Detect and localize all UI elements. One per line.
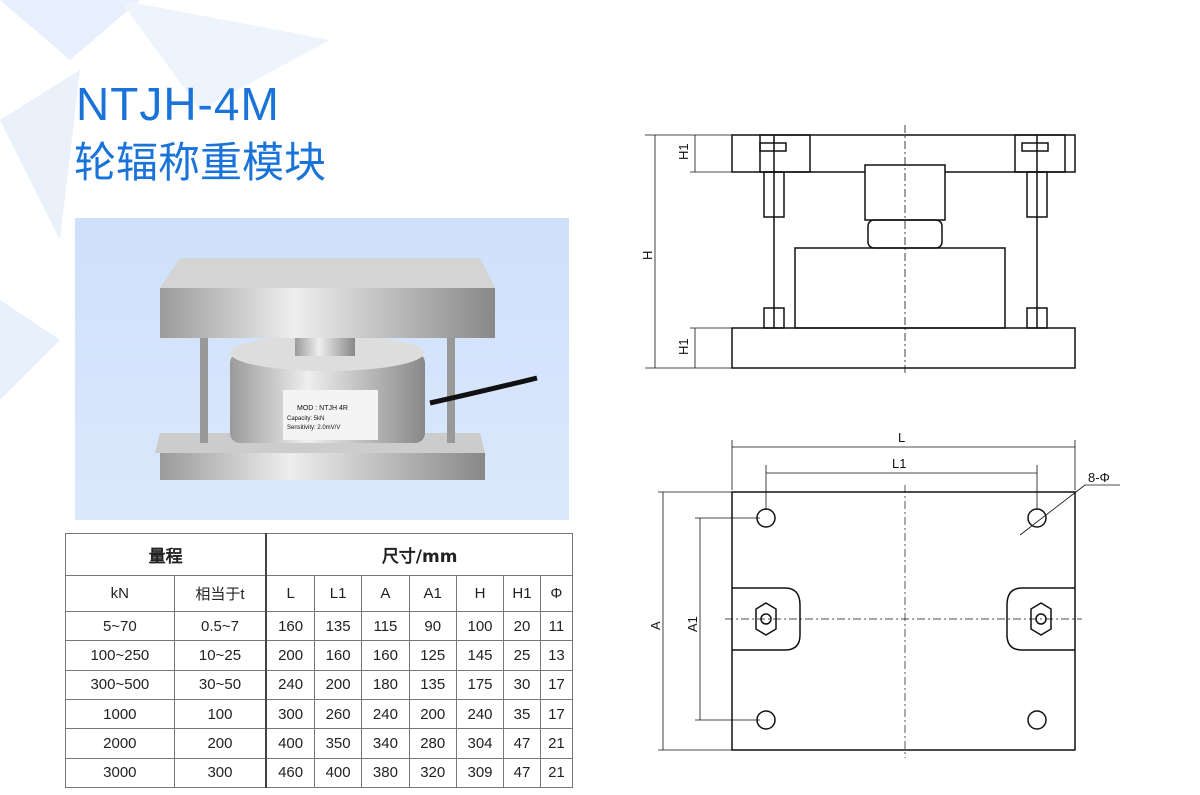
table-cell: 20 bbox=[503, 611, 541, 642]
table-cell: 2000 bbox=[65, 728, 175, 759]
column-header: H bbox=[455, 575, 505, 613]
table-cell: 47 bbox=[503, 728, 541, 759]
table-cell: 240 bbox=[265, 669, 315, 701]
dim-hole-count: 8-Φ bbox=[1088, 470, 1110, 485]
table-cell: 100 bbox=[455, 611, 505, 642]
label-sensitivity: Sensitivity: 2.0mV/V bbox=[287, 425, 340, 431]
label-capacity: Capacity: 5kN bbox=[287, 416, 324, 422]
table-cell: 380 bbox=[361, 757, 410, 789]
table-cell: 21 bbox=[539, 757, 574, 789]
dim-l: L bbox=[898, 430, 905, 445]
table-cell: 30~50 bbox=[173, 669, 267, 701]
table-cell: 11 bbox=[539, 611, 574, 642]
table-cell: 100 bbox=[173, 699, 267, 730]
table-cell: 25 bbox=[503, 640, 541, 671]
table-cell: 400 bbox=[265, 728, 315, 759]
table-cell: 260 bbox=[313, 699, 363, 730]
column-header: 相当于t bbox=[173, 575, 267, 613]
column-header: L bbox=[265, 575, 315, 613]
table-cell: 280 bbox=[408, 728, 457, 759]
group-header-range: 量程 bbox=[65, 532, 267, 577]
dim-h: H bbox=[640, 251, 655, 260]
table-cell: 160 bbox=[361, 640, 410, 671]
table-cell: 21 bbox=[539, 728, 574, 759]
column-header: A bbox=[361, 575, 410, 613]
background-decoration bbox=[0, 0, 330, 400]
dim-h1-bottom: H1 bbox=[676, 338, 691, 355]
table-cell: 400 bbox=[313, 757, 363, 789]
top-view-drawing bbox=[658, 440, 1120, 758]
technical-drawings: H1 H H1 L L1 8-Φ A A1 bbox=[640, 125, 1120, 758]
table-cell: 0.5~7 bbox=[173, 611, 267, 642]
product-photo: MOD : NTJH 4R Capacity: 5kN Sensitivity:… bbox=[75, 218, 569, 520]
table-cell: 200 bbox=[408, 699, 457, 730]
table-cell: 135 bbox=[408, 669, 457, 701]
table-cell: 240 bbox=[361, 699, 410, 730]
table-cell: 240 bbox=[455, 699, 505, 730]
table-cell: 200 bbox=[173, 728, 267, 759]
table-cell: 180 bbox=[361, 669, 410, 701]
table-cell: 5~70 bbox=[65, 611, 175, 642]
table-cell: 115 bbox=[361, 611, 410, 642]
table-cell: 17 bbox=[539, 669, 574, 701]
product-subtitle: 轮辐称重模块 bbox=[74, 138, 327, 187]
table-cell: 1000 bbox=[65, 699, 175, 730]
table-cell: 340 bbox=[361, 728, 410, 759]
table-cell: 135 bbox=[313, 611, 363, 642]
table-cell: 10~25 bbox=[173, 640, 267, 671]
table-cell: 309 bbox=[455, 757, 505, 789]
table-cell: 320 bbox=[408, 757, 457, 789]
table-cell: 300~500 bbox=[65, 669, 175, 701]
dim-a1: A1 bbox=[685, 616, 700, 632]
column-header: Φ bbox=[539, 575, 574, 613]
table-cell: 30 bbox=[503, 669, 541, 701]
column-header: kN bbox=[65, 575, 175, 613]
table-cell: 90 bbox=[408, 611, 457, 642]
table-cell: 304 bbox=[455, 728, 505, 759]
table-cell: 200 bbox=[313, 669, 363, 701]
side-view-drawing bbox=[645, 125, 1076, 375]
load-cell-module-image: MOD : NTJH 4R Capacity: 5kN Sensitivity:… bbox=[155, 258, 538, 480]
table-cell: 160 bbox=[265, 611, 315, 642]
table-cell: 125 bbox=[408, 640, 457, 671]
table-cell: 200 bbox=[265, 640, 315, 671]
table-cell: 47 bbox=[503, 757, 541, 789]
table-cell: 17 bbox=[539, 699, 574, 730]
table-cell: 35 bbox=[503, 699, 541, 730]
dim-a: A bbox=[648, 621, 663, 630]
table-cell: 13 bbox=[539, 640, 574, 671]
group-header-dimensions: 尺寸/mm bbox=[265, 532, 574, 577]
dim-h1-top: H1 bbox=[676, 143, 691, 160]
table-cell: 3000 bbox=[65, 757, 175, 789]
label-model: MOD : NTJH 4R bbox=[297, 405, 348, 412]
table-cell: 350 bbox=[313, 728, 363, 759]
product-title: NTJH-4M bbox=[76, 78, 280, 130]
table-cell: 300 bbox=[265, 699, 315, 730]
column-header: L1 bbox=[313, 575, 363, 613]
table-cell: 100~250 bbox=[65, 640, 175, 671]
dim-l1: L1 bbox=[892, 456, 906, 471]
table-cell: 160 bbox=[313, 640, 363, 671]
column-header: A1 bbox=[408, 575, 457, 613]
table-cell: 460 bbox=[265, 757, 315, 789]
column-header: H1 bbox=[503, 575, 541, 613]
table-cell: 145 bbox=[455, 640, 505, 671]
table-cell: 300 bbox=[173, 757, 267, 789]
table-cell: 175 bbox=[455, 669, 505, 701]
